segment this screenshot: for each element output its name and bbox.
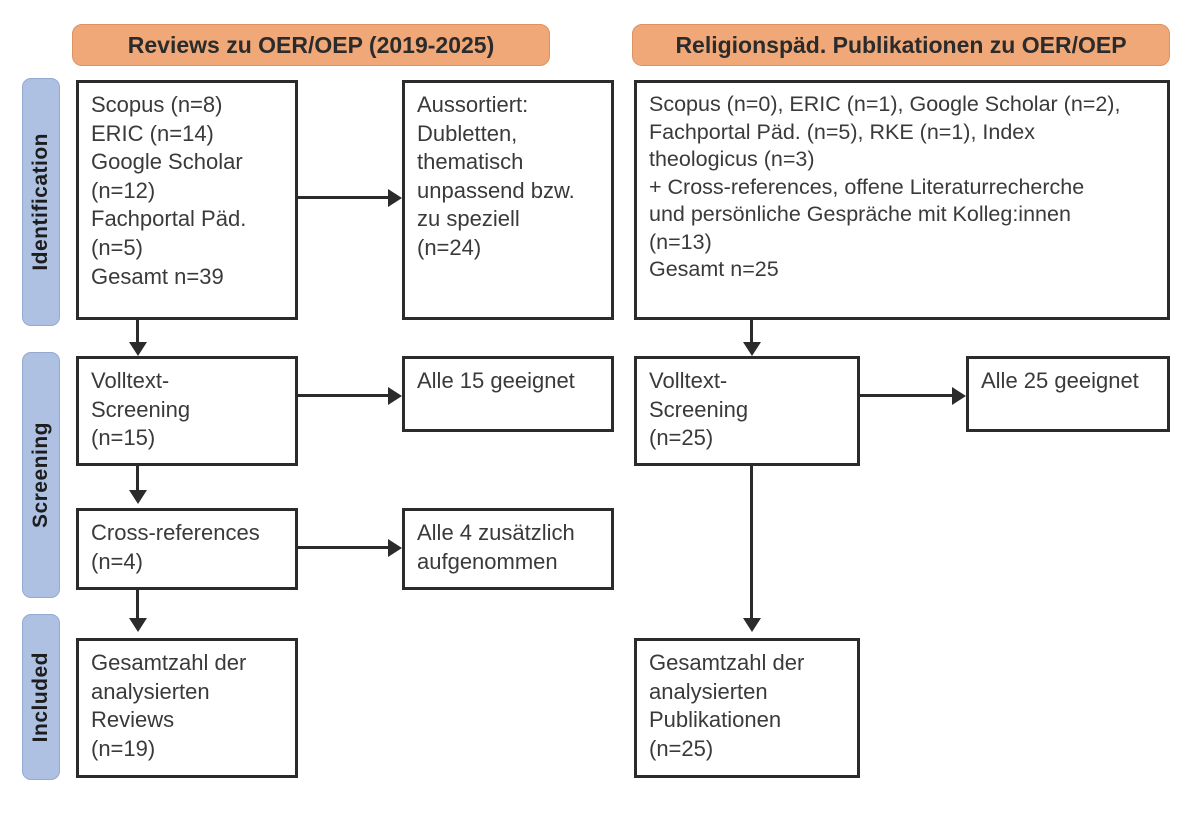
arrow-left-screening-to-crossrefs: [128, 490, 147, 504]
arrow-right-screening-to-included: [742, 618, 761, 632]
arrow-left-screening-to-result: [388, 386, 402, 405]
stage-label-screening: Screening: [22, 352, 60, 598]
box-right-screening-result: Alle 25 geeignet: [966, 356, 1170, 432]
arrow-left-identification-to-excluded: [388, 188, 402, 207]
box-line: Gesamtzahl der: [91, 650, 247, 675]
box-line: (n=12): [91, 177, 156, 203]
box-line: (n=25): [649, 425, 714, 451]
box-left-included: Gesamtzahl der analysierten Reviews (n=1…: [76, 638, 298, 778]
box-left-screening: Volltext- Screening (n=15): [76, 356, 298, 466]
box-line: (n=5): [91, 234, 143, 260]
connector-left-screening-to-crossrefs: [136, 466, 139, 494]
box-line: (n=13): [649, 229, 712, 254]
box-line: Alle 25 geeignet: [981, 368, 1139, 393]
box-line: ERIC (n=14): [91, 120, 214, 146]
box-line: + Cross-references, offene Literaturrech…: [649, 174, 1085, 199]
box-line: Scopus (n=0), ERIC (n=1), Google Scholar…: [649, 92, 1121, 116]
box-line: Alle 4 zusätzlich: [417, 520, 575, 545]
box-line: Reviews: [91, 707, 175, 733]
box-line: Volltext-: [91, 368, 170, 393]
connector-right-screening-to-included: [750, 466, 753, 622]
box-line: thematisch: [417, 149, 524, 175]
arrow-left-identification-to-screening: [128, 342, 147, 356]
box-line: Fachportal Päd.: [91, 206, 247, 232]
box-line: Dubletten,: [417, 120, 518, 146]
box-line: (n=4): [91, 548, 143, 574]
box-line: theologicus (n=3): [649, 147, 815, 172]
column-header-reviews: Reviews zu OER/OEP (2019-2025): [72, 24, 550, 66]
box-left-identification: Scopus (n=8) ERIC (n=14) Google Scholar …: [76, 80, 298, 320]
box-line: und persönliche Gespräche mit Kolleg:inn…: [649, 202, 1071, 227]
box-line: Gesamt n=39: [91, 263, 224, 289]
box-left-crossrefs-result: Alle 4 zusätzlich aufgenommen: [402, 508, 614, 590]
arrow-left-crossrefs-to-included: [128, 618, 147, 632]
box-line: Gesamt n=25: [649, 257, 779, 282]
arrow-right-identification-to-screening: [742, 342, 761, 356]
connector-right-identification-to-screening: [750, 320, 753, 346]
box-line: aufgenommen: [417, 548, 558, 574]
box-line: Volltext-: [649, 368, 728, 393]
box-left-screening-result: Alle 15 geeignet: [402, 356, 614, 432]
box-right-screening: Volltext- Screening (n=25): [634, 356, 860, 466]
box-line: analysierten: [649, 678, 768, 704]
box-line: unpassend bzw.: [417, 177, 575, 203]
box-right-identification: Scopus (n=0), ERIC (n=1), Google Scholar…: [634, 80, 1170, 320]
box-line: Fachportal Päd. (n=5), RKE (n=1), Index: [649, 119, 1036, 144]
connector-left-identification-to-excluded: [298, 196, 388, 199]
box-line: Google Scholar: [91, 149, 243, 175]
column-header-reviews-text: Reviews zu OER/OEP (2019-2025): [127, 31, 495, 58]
box-line: (n=15): [91, 425, 156, 451]
column-header-publikationen: Religionspäd. Publikationen zu OER/OEP: [632, 24, 1170, 66]
connector-left-screening-to-result: [298, 394, 388, 397]
box-line: Screening: [91, 396, 191, 422]
box-left-excluded: Aussortiert: Dubletten, thematisch unpas…: [402, 80, 614, 320]
box-line: (n=19): [91, 735, 156, 761]
box-line: Alle 15 geeignet: [417, 368, 575, 393]
box-left-crossrefs: Cross-references (n=4): [76, 508, 298, 590]
arrow-right-screening-to-result: [952, 386, 966, 405]
box-line: Gesamtzahl der: [649, 650, 805, 675]
box-right-included: Gesamtzahl der analysierten Publikatione…: [634, 638, 860, 778]
connector-left-crossrefs-to-included: [136, 590, 139, 622]
connector-left-identification-to-screening: [136, 320, 139, 346]
box-line: zu speziell: [417, 206, 520, 232]
stage-label-screening-text: Screening: [29, 421, 52, 529]
box-line: Publikationen: [649, 707, 782, 733]
box-line: Screening: [649, 396, 749, 422]
stage-label-identification: Identification: [22, 78, 60, 326]
arrow-left-crossrefs-to-result: [388, 538, 402, 557]
stage-label-included: Included: [22, 614, 60, 780]
connector-left-crossrefs-to-result: [298, 546, 388, 549]
box-line: Cross-references: [91, 520, 260, 545]
connector-right-screening-to-result: [860, 394, 952, 397]
box-line: Aussortiert:: [417, 92, 529, 117]
stage-label-identification-text: Identification: [29, 133, 52, 271]
box-line: Scopus (n=8): [91, 92, 223, 117]
box-line: (n=25): [649, 735, 714, 761]
stage-label-included-text: Included: [29, 651, 52, 743]
column-header-publikationen-text: Religionspäd. Publikationen zu OER/OEP: [675, 31, 1127, 58]
box-line: analysierten: [91, 678, 210, 704]
box-line: (n=24): [417, 234, 482, 260]
